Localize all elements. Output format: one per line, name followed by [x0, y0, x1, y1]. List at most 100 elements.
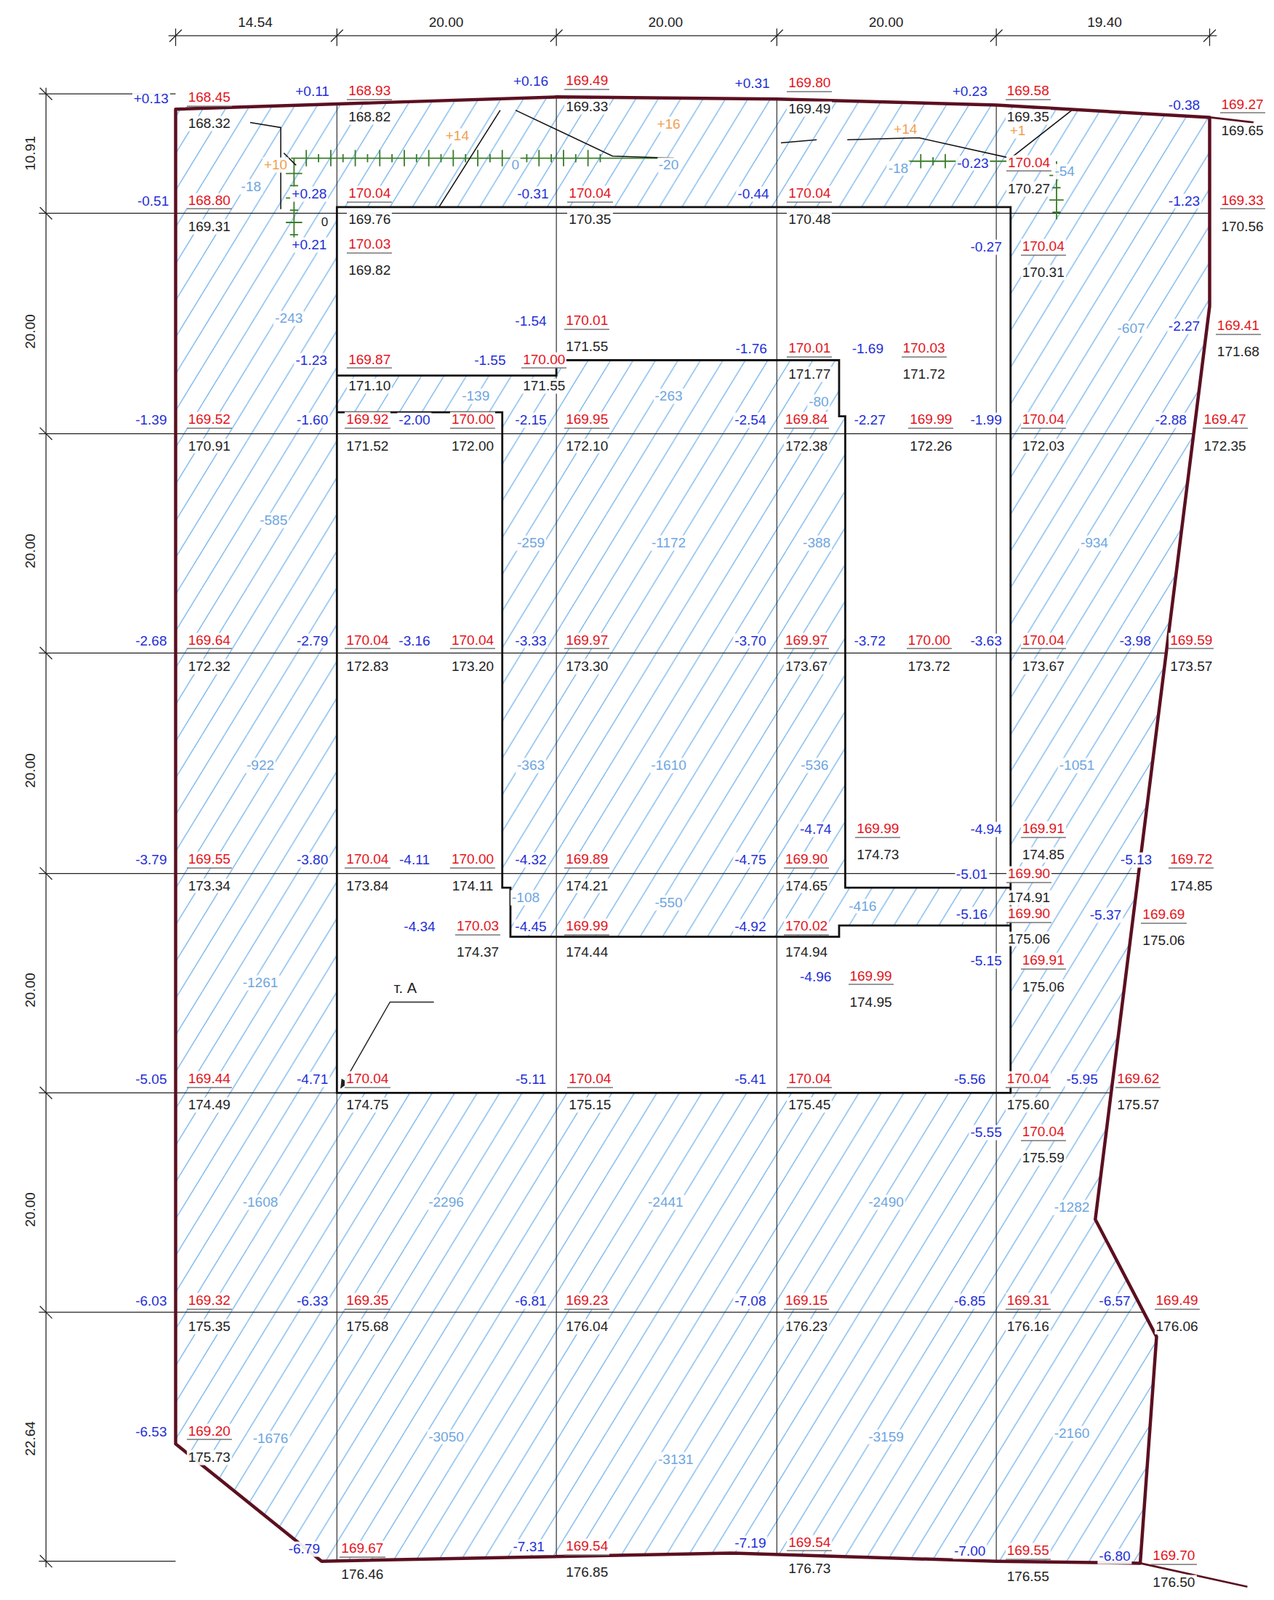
work-mark: -6.33	[295, 1293, 330, 1309]
design-elevation: 168.45	[186, 89, 232, 107]
existing-elevation: 173.20	[450, 658, 496, 675]
cut-volume: -416	[847, 898, 878, 915]
work-mark: -0.44	[735, 186, 771, 202]
cut-volume: -1608	[241, 1194, 280, 1211]
existing-elevation: 170.27	[1006, 181, 1052, 197]
work-mark: -1.23	[1167, 193, 1202, 209]
cut-volume: -2490	[866, 1194, 906, 1211]
existing-elevation: 172.10	[564, 438, 610, 454]
work-mark: -6.80	[1097, 1548, 1132, 1565]
design-elevation: 169.84	[783, 412, 829, 430]
existing-elevation: 171.55	[521, 378, 567, 394]
work-mark: -5.56	[952, 1072, 987, 1088]
work-mark: -6.03	[133, 1293, 168, 1309]
existing-elevation: 175.15	[567, 1098, 613, 1114]
work-mark: -2.15	[513, 413, 548, 429]
existing-elevation: 172.38	[783, 438, 829, 454]
work-mark: -2.88	[1154, 413, 1189, 429]
existing-elevation: 171.77	[786, 367, 832, 383]
design-elevation: 170.04	[1020, 1124, 1067, 1142]
existing-elevation: 175.60	[1005, 1098, 1051, 1114]
dimension-text: 19.40	[1085, 14, 1124, 30]
cut-volume: -80	[807, 394, 830, 411]
existing-elevation: 169.31	[186, 218, 232, 235]
existing-elevation: 175.73	[186, 1449, 232, 1466]
existing-elevation: 176.85	[564, 1565, 610, 1581]
existing-elevation: 171.10	[346, 378, 392, 394]
cut-volume: -20	[657, 157, 680, 174]
design-elevation: 169.41	[1215, 318, 1261, 336]
design-elevation: 170.04	[450, 632, 496, 650]
existing-elevation: 173.57	[1168, 658, 1214, 675]
design-elevation: 169.90	[1006, 906, 1052, 923]
existing-elevation: 174.44	[564, 944, 610, 960]
point-label: т. А	[392, 980, 419, 997]
design-elevation: 169.35	[344, 1292, 390, 1310]
drawing-part	[290, 158, 1057, 251]
cut-volume: -3050	[426, 1429, 466, 1445]
cut-hatching	[175, 96, 1211, 1564]
work-mark: -4.11	[397, 852, 432, 869]
design-elevation: 169.15	[783, 1292, 829, 1310]
cut-volume: -18	[239, 178, 263, 195]
design-elevation: 169.54	[786, 1535, 832, 1552]
grid-lines	[163, 81, 1226, 1572]
existing-elevation: 174.21	[564, 878, 610, 894]
existing-elevation: 168.82	[346, 109, 392, 126]
drawing-part	[45, 87, 47, 1568]
dimension-text: 20.00	[23, 532, 39, 571]
cut-volume: -263	[652, 388, 684, 404]
drawing-part	[336, 81, 997, 1572]
design-elevation: 170.04	[346, 185, 392, 203]
design-elevation: 169.69	[1140, 907, 1187, 925]
dimension-text: 20.00	[427, 14, 466, 30]
drawing-part	[175, 96, 1211, 1564]
work-mark: -5.55	[968, 1125, 1003, 1141]
work-mark: -5.01	[954, 867, 989, 883]
cut-volume: -363	[515, 757, 547, 773]
existing-elevation: 174.95	[847, 994, 893, 1011]
design-elevation: 169.32	[186, 1292, 232, 1310]
design-elevation: 169.99	[847, 968, 893, 986]
work-mark: -4.74	[798, 822, 833, 838]
existing-elevation: 172.35	[1202, 438, 1248, 454]
work-mark: -4.94	[968, 822, 1003, 838]
existing-elevation: 173.84	[344, 878, 390, 894]
work-mark: +0.21	[290, 237, 328, 253]
drawing-part	[168, 34, 1218, 36]
work-mark: -2.27	[852, 413, 887, 429]
design-elevation: 169.92	[344, 412, 390, 430]
work-mark: +0.23	[951, 84, 989, 100]
existing-elevation: 174.73	[855, 847, 901, 864]
design-elevation: 169.55	[186, 852, 232, 869]
existing-elevation: 174.91	[1006, 890, 1052, 907]
existing-elevation: 170.48	[786, 211, 832, 227]
design-elevation: 170.04	[1005, 1071, 1051, 1089]
design-elevation: 170.04	[344, 852, 390, 869]
cut-volume: -934	[1079, 535, 1110, 551]
existing-elevation: 176.46	[339, 1567, 385, 1584]
existing-elevation: 172.32	[186, 658, 232, 675]
work-mark: -5.11	[514, 1072, 548, 1088]
zero-mark: 0	[319, 215, 330, 230]
cut-volume: -1051	[1058, 757, 1097, 773]
work-mark: +0.16	[511, 74, 550, 90]
design-elevation: 169.99	[908, 412, 954, 430]
design-elevation: 169.91	[1020, 821, 1067, 839]
work-mark: -0.23	[955, 155, 990, 171]
cut-volume: -536	[799, 757, 830, 773]
design-elevation: 170.00	[450, 412, 496, 430]
design-elevation: 170.03	[900, 341, 947, 358]
point-leader	[341, 1002, 435, 1088]
design-elevation: 168.80	[186, 192, 232, 210]
work-mark: -7.31	[511, 1540, 547, 1556]
design-elevation: 169.58	[1005, 83, 1051, 101]
design-elevation: 170.00	[521, 351, 567, 369]
work-mark: +0.11	[293, 84, 331, 100]
work-mark: -5.41	[732, 1072, 768, 1088]
design-elevation: 170.04	[1020, 632, 1067, 650]
existing-elevation: 176.16	[1005, 1319, 1051, 1336]
drawing-part	[285, 173, 302, 235]
existing-elevation: 173.72	[906, 658, 952, 675]
existing-elevation: 169.65	[1219, 122, 1265, 139]
